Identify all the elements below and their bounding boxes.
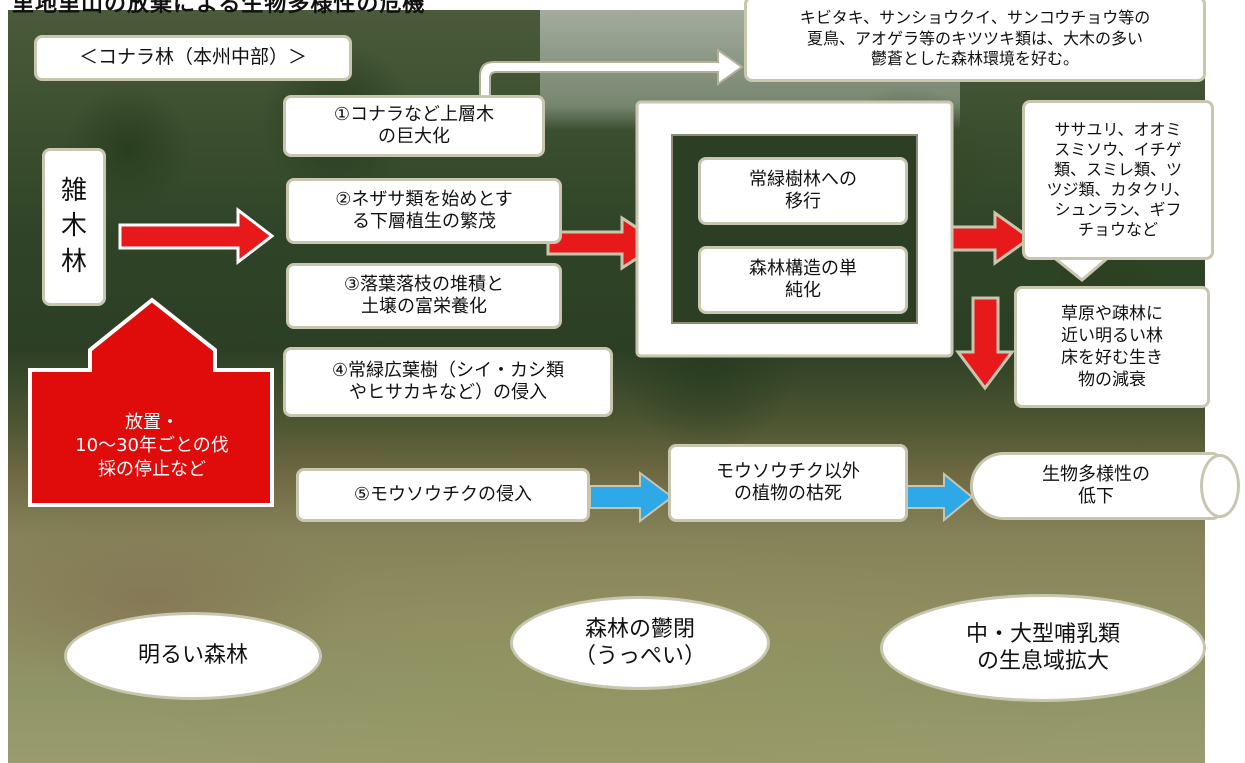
non-bamboo-plant-death: モウソウチク以外 の植物の枯死: [668, 444, 908, 522]
arrow-result-to-biodiversity: [905, 471, 974, 523]
step-4-evergreen-invasion: ④常緑広葉樹（シイ・カシ類 やヒサカキなど）の侵入: [283, 347, 613, 417]
bright-floor-species-decline: 草原や疎林に 近い明るい林 床を好む生き 物の減衰: [1014, 286, 1210, 408]
start-node-zokibayashi: 雑 木 林: [42, 148, 106, 306]
arrow-start-to-steps: [118, 206, 275, 266]
oval-mammal-habitat-expansion: 中・大型哺乳類 の生息域拡大: [880, 594, 1206, 702]
oval-bright-forest: 明るい森林: [64, 612, 322, 700]
biodiversity-scroll-end: [1200, 454, 1240, 518]
page-title-cropped: 里地里山の放棄による生物多様性の危機: [12, 0, 426, 17]
species-callout: ササユリ、オオミ スミソウ、イチゲ 類、スミレ類、ツ ツジ類、カタクリ、 シュン…: [1022, 100, 1214, 260]
oval-canopy-closure: 森林の鬱閉 （うっぺい）: [510, 596, 770, 690]
region-label: ＜コナラ林（本州中部）＞: [34, 35, 352, 81]
step-5-bamboo-invasion: ⑤モウソウチクの侵入: [296, 468, 590, 522]
step-2-undergrowth: ②ネザサ類を始めとす る下層植生の繁茂: [286, 178, 562, 244]
cause-box-text: 放置・ 10〜30年ごとの伐 採の停止など: [75, 411, 229, 480]
evergreen-transition: 常緑樹林への 移行: [698, 157, 908, 225]
arrow-down-to-decline: [955, 296, 1015, 391]
arrow-bamboo-to-result: [589, 471, 674, 523]
cause-up-arrow: [28, 297, 274, 507]
arrow-step1-to-note: [479, 48, 744, 101]
biodiversity-decline: 生物多様性の 低下: [970, 452, 1222, 520]
bird-habitat-note: キビタキ、サンショウクイ、サンコウチョウ等の 夏鳥、アオゲラ等のキツツキ類は、大…: [744, 0, 1206, 82]
structure-simplification: 森林構造の単 純化: [698, 246, 908, 314]
step-1-canopy-enlargement: ①コナラなど上層木 の巨大化: [283, 95, 545, 157]
step-3-litter-accumulation: ③落葉落枝の堆積と 土壌の富栄養化: [286, 263, 562, 329]
